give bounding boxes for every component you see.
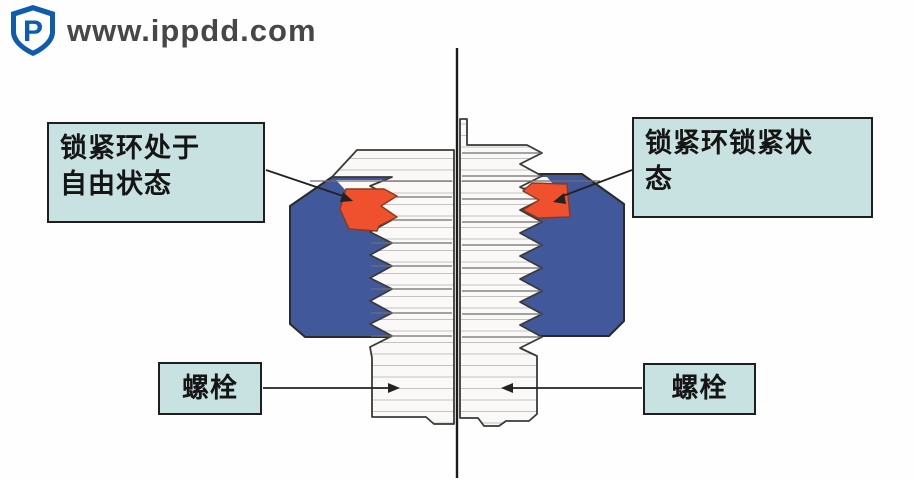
right-locking-ring-shape [522, 182, 571, 219]
left-locking-ring-shape [339, 188, 398, 232]
logo-text: www.ippdd.com [67, 13, 317, 48]
left-ring-arrowhead [340, 192, 353, 202]
shield-p-icon: P [11, 5, 55, 56]
right-bolt-label: 螺栓 [643, 363, 756, 415]
logo-monogram: P [23, 15, 43, 48]
left-thread-crest-lines [310, 180, 452, 337]
left-ring-state-label: 锁紧环处于 自由状态 [47, 122, 265, 223]
right-bolt-shape [459, 118, 543, 427]
callout-arrowheads [340, 192, 566, 393]
right-ring-state-label: 锁紧环锁紧状 态 [632, 117, 873, 218]
left-bolt-shape [331, 149, 455, 425]
right-thread-crest-lines [462, 152, 600, 338]
right-ring-arrow-line [559, 169, 633, 198]
site-logo: P www.ippdd.com [8, 4, 317, 58]
left-bolt-label: 螺栓 [158, 362, 262, 415]
right-bolt-arrowhead [501, 383, 513, 393]
right-ring-arrowhead [553, 193, 566, 204]
right-assembly [459, 118, 625, 427]
left-bolt-arrowhead [388, 383, 400, 393]
callout-arrows [263, 169, 642, 389]
left-assembly [289, 149, 455, 425]
left-ring-arrow-line [265, 169, 347, 198]
